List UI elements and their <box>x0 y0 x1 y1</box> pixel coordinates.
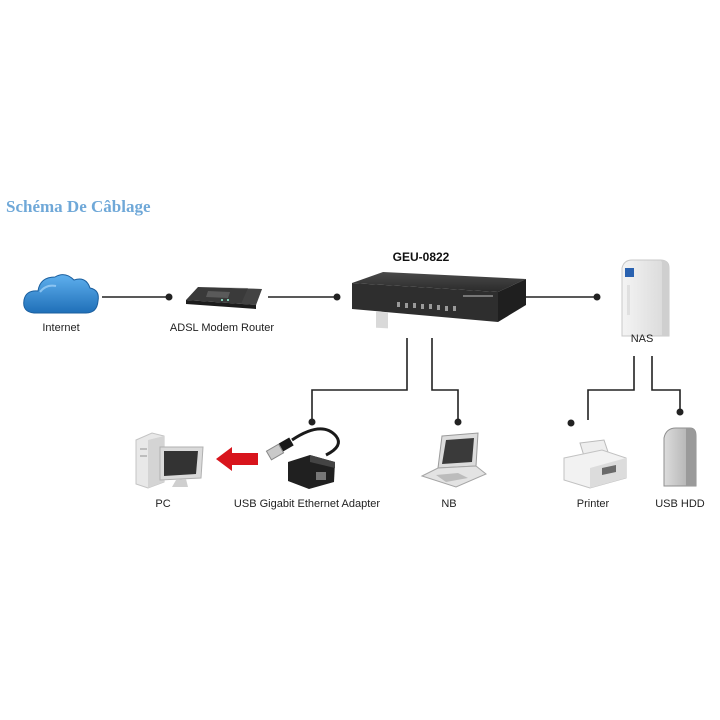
internet-cloud-icon <box>23 274 99 314</box>
pc-label: PC <box>155 498 171 510</box>
printer-label: Printer <box>576 498 610 510</box>
nb-label: NB <box>441 498 457 510</box>
pc-icon <box>135 432 204 489</box>
notebook-icon <box>420 432 487 488</box>
arrow-icon <box>216 447 258 471</box>
link-nas-printer <box>587 356 635 420</box>
switch-icon <box>352 272 526 329</box>
usb-hdd-label: USB HDD <box>655 498 705 510</box>
internet-label: Internet <box>42 322 80 334</box>
nas-icon <box>621 259 670 337</box>
printer-icon <box>563 439 627 489</box>
connection-lines <box>102 296 681 420</box>
nas-label: NAS <box>630 333 654 345</box>
usb-adapter-label: USB Gigabit Ethernet Adapter <box>233 498 381 510</box>
switch-model-label: GEU-0822 <box>392 250 450 264</box>
modem-label: ADSL Modem Router <box>169 322 275 334</box>
usb-hdd-icon <box>663 427 697 487</box>
link-switch-usb-adapter <box>311 338 408 420</box>
usb-adapter-icon <box>265 427 340 489</box>
link-switch-nb <box>431 338 459 420</box>
connection-dots <box>165 293 684 427</box>
diagram-title: Schéma De Câblage <box>6 197 151 216</box>
link-nas-usb-hdd <box>651 356 681 410</box>
adsl-modem-router-icon <box>186 287 262 309</box>
